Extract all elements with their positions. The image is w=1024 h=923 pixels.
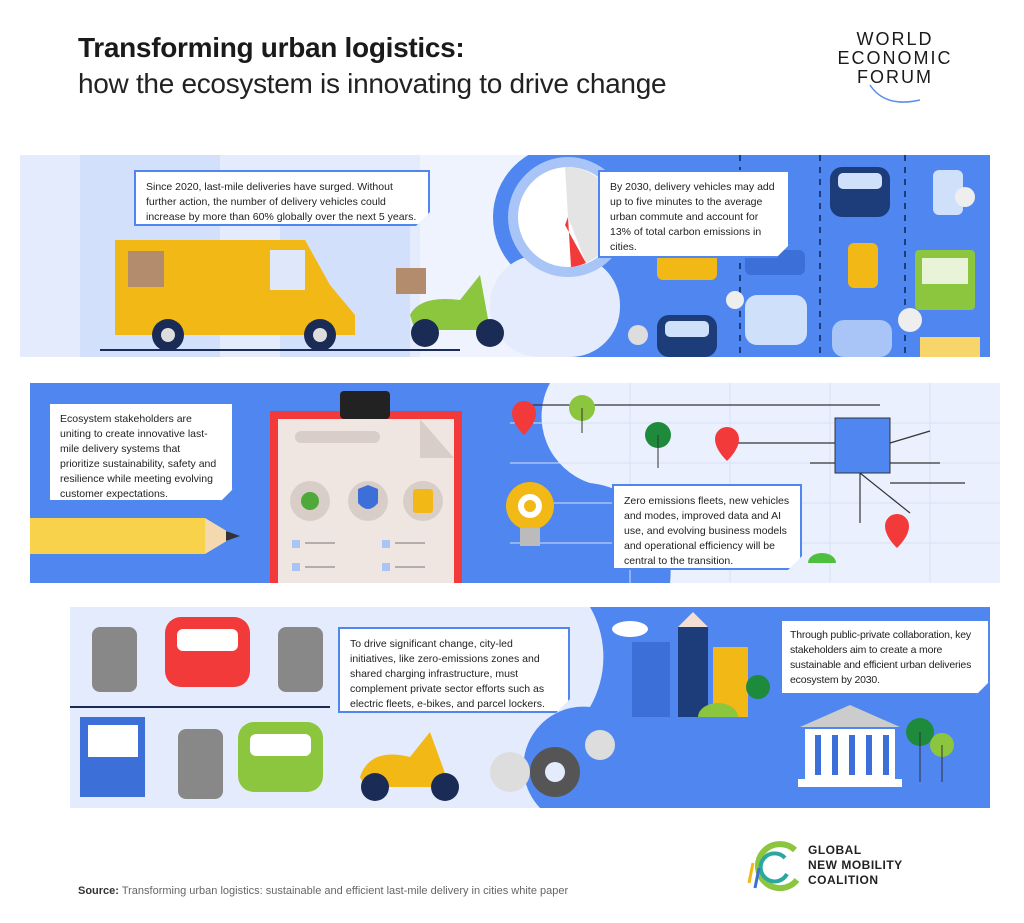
traffic-cars-icon — [628, 167, 980, 357]
lightbulb-icon — [506, 482, 554, 546]
page-subtitle: how the ecosystem is innovating to drive… — [78, 68, 667, 99]
car-icon — [80, 617, 323, 797]
text-panel-collaboration: Through public-private collaboration, ke… — [780, 619, 990, 695]
text-panel-commute: By 2030, delivery vehicles may add up to… — [598, 170, 790, 258]
text-panel-city: To drive significant change, city-led in… — [338, 627, 570, 713]
gnmc-logo: GLOBAL NEW MOBILITY COALITION — [808, 843, 903, 887]
wef-arc-icon — [869, 84, 921, 103]
wef-logo: WORLD ECONOMIC FORUM — [830, 30, 960, 103]
text-panel-surge: Since 2020, last-mile deliveries have su… — [134, 170, 430, 226]
city-buildings-icon — [612, 612, 968, 717]
clipboard-icon — [270, 391, 462, 583]
gears-icon — [490, 730, 615, 797]
chip-icon — [834, 417, 891, 474]
delivery-van-icon — [115, 240, 355, 351]
scooter-icon — [360, 732, 459, 801]
source-note: Source: Transforming urban logistics: su… — [78, 885, 569, 897]
map-pin-icon — [512, 401, 909, 548]
gnmc-logo-icon — [747, 841, 800, 892]
charger-icon — [92, 627, 323, 799]
government-building-icon — [798, 705, 902, 787]
scooter-icon — [396, 268, 504, 347]
text-panel-stakeholders: Ecosystem stakeholders are uniting to cr… — [48, 402, 234, 502]
text-panel-innovation: Zero emissions fleets, new vehicles and … — [612, 484, 802, 570]
page-title: Transforming urban logistics: — [78, 32, 465, 63]
pencil-icon — [30, 518, 240, 554]
